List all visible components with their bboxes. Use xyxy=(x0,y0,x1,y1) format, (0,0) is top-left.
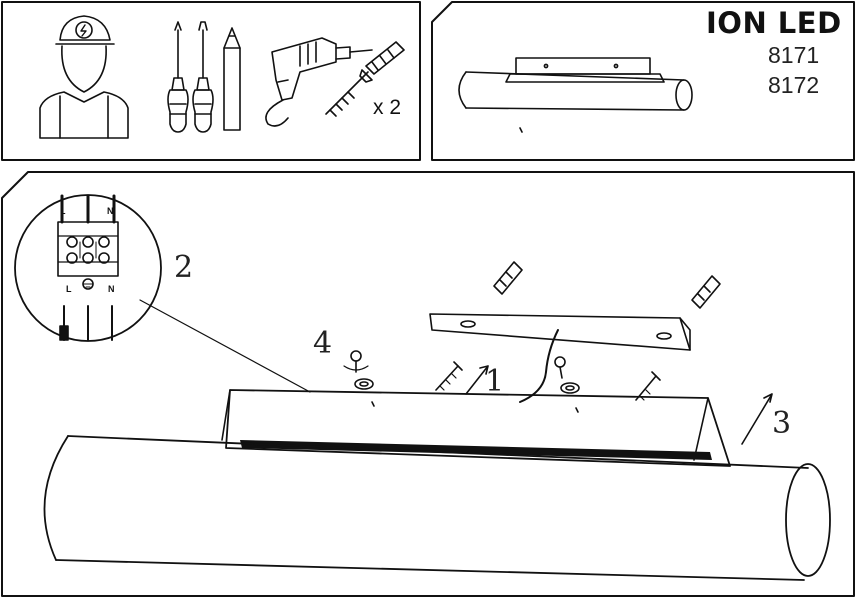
wiring-detail xyxy=(14,194,162,342)
set-screw-right xyxy=(554,356,580,413)
terminal-label-neutral-bottom: N xyxy=(108,284,115,294)
tools-panel-frame xyxy=(1,1,421,161)
pencil-icon xyxy=(223,27,241,131)
step-4-label: 4 xyxy=(313,326,333,361)
anchor-quantity-label: x 2 xyxy=(373,96,402,119)
power-cable xyxy=(519,329,559,403)
screw-icon xyxy=(325,69,373,117)
flat-screwdriver-icon xyxy=(192,21,214,133)
model-number-1: 8171 xyxy=(768,42,820,68)
step-1-label: 1 xyxy=(485,364,505,399)
set-screw-left xyxy=(343,350,375,407)
arrow-step-3 xyxy=(741,393,773,445)
step-3-label: 3 xyxy=(772,406,792,441)
product-panel-frame xyxy=(431,1,855,161)
model-number-2: 8172 xyxy=(768,72,820,98)
phillips-screwdriver-icon xyxy=(167,21,189,133)
wall-plug-icon xyxy=(365,41,405,75)
screw-left xyxy=(435,361,463,391)
terminal-label-live-bottom: L xyxy=(66,284,72,294)
electrician-icon xyxy=(39,15,129,139)
product-title: ION LED xyxy=(706,6,842,40)
terminal-label-live-top: L xyxy=(60,206,66,216)
step-2-label: 2 xyxy=(174,250,194,285)
screw-right xyxy=(635,371,661,401)
light-fixture xyxy=(43,389,831,581)
wall-anchor-right xyxy=(691,275,721,309)
detail-leader-line xyxy=(139,299,311,393)
terminal-label-neutral-top: N xyxy=(107,206,114,216)
assembly-panel-frame xyxy=(1,171,855,597)
wall-anchor-left xyxy=(493,261,523,295)
arrow-step-1 xyxy=(465,365,489,395)
drill-icon xyxy=(265,37,373,127)
product-thumbnail xyxy=(458,57,693,133)
mounting-bracket xyxy=(429,313,691,351)
